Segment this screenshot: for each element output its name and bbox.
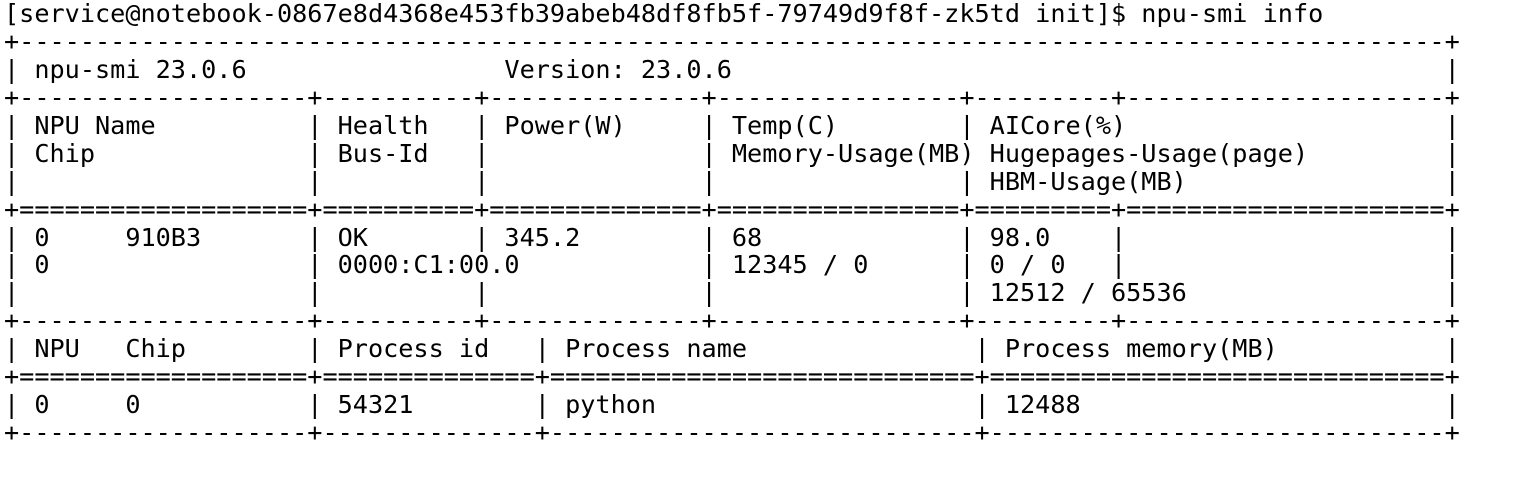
process-table-header-row: | NPU Chip | Process id | Process name |…	[4, 334, 1460, 364]
device-table-header-row-1: | NPU Name | Health | Power(W) | Temp(C)…	[4, 110, 1460, 140]
device-table-row-line-3: | | | | | 12512 / 65536 |	[4, 278, 1460, 308]
device-table-row-line-2: | 0 | 0000:C1:00.0 | 12345 / 0 | 0 / 0 |…	[4, 250, 1460, 280]
process-table-header-double-separator: +===================+==============+====…	[4, 362, 1460, 392]
device-table-header-double-separator: +===================+==========+========…	[4, 194, 1460, 224]
device-table-header-row-3: | | | | | HBM-Usage(MB) |	[4, 166, 1460, 196]
shell-prompt-line: [service@notebook-0867e8d4368e453fb39abe…	[4, 0, 1324, 28]
process-table-bottom-border: +-------------------+--------------+----…	[4, 418, 1460, 448]
process-table-row: | 0 0 | 54321 | python | 12488 |	[4, 390, 1460, 420]
device-table-top-border: +---------------------------------------…	[4, 26, 1460, 56]
device-table-bottom-border: +-------------------+----------+--------…	[4, 306, 1460, 336]
device-table-header-row-2: | Chip | Bus-Id | | Memory-Usage(MB) Hug…	[4, 138, 1460, 168]
npu-smi-version-row: | npu-smi 23.0.6 Version: 23.0.6 |	[4, 54, 1460, 84]
device-table-header-separator: +-------------------+----------+--------…	[4, 82, 1460, 112]
device-table-row-line-1: | 0 910B3 | OK | 345.2 | 68 | 98.0 | |	[4, 222, 1460, 252]
